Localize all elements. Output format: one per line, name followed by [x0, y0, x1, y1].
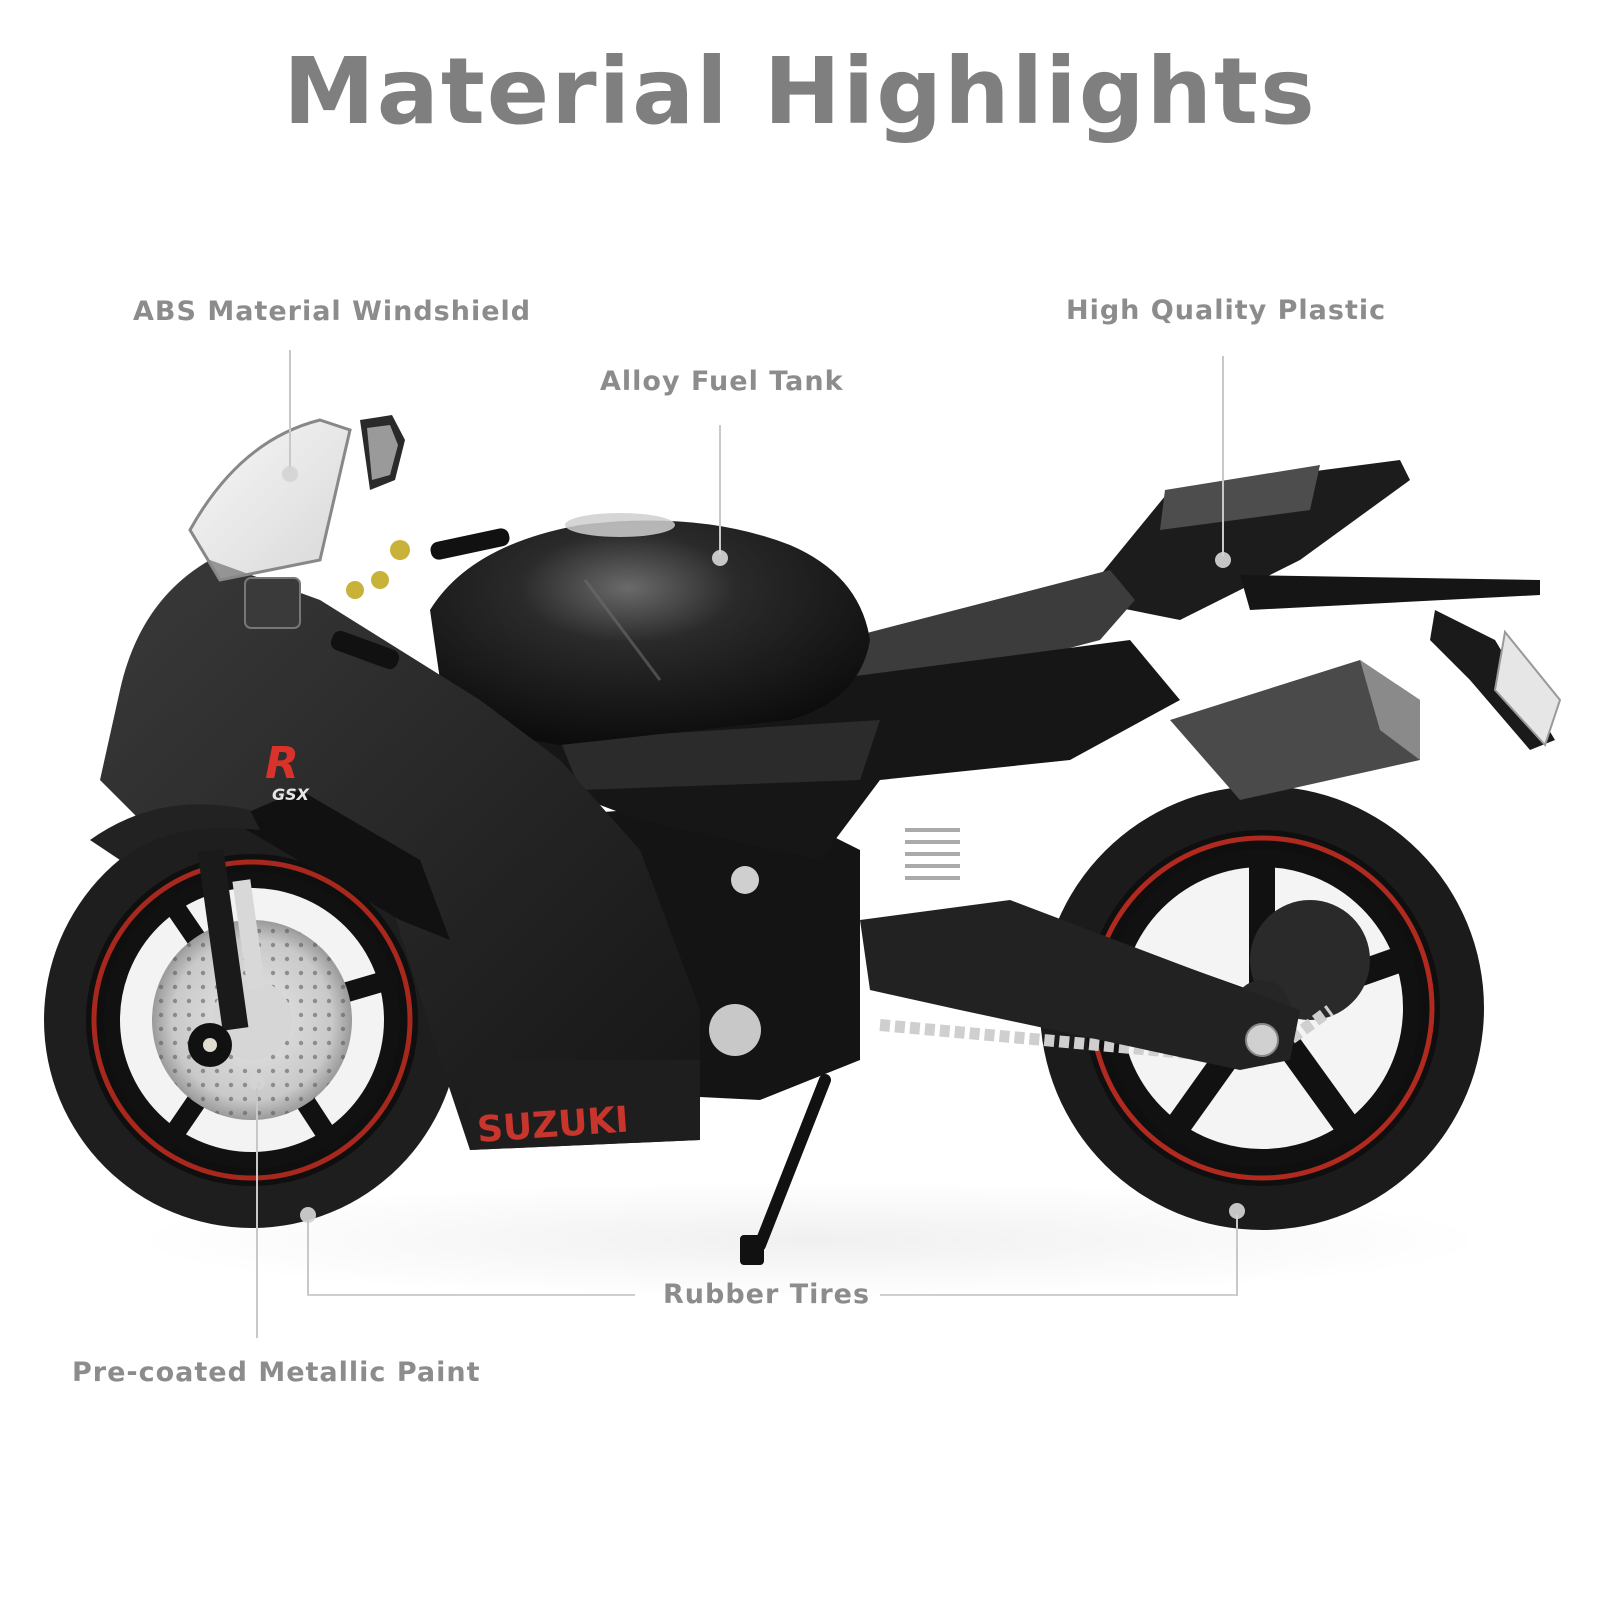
callout-marker-tire-front — [300, 1207, 316, 1223]
svg-text:GSX: GSX — [272, 785, 310, 804]
leader-line-plastic — [1222, 356, 1224, 556]
callout-label-tires: Rubber Tires — [663, 1279, 871, 1310]
leader-line-paint — [256, 1088, 258, 1338]
callout-marker-windshield — [282, 466, 298, 482]
leader-line-windshield — [289, 350, 291, 472]
callout-marker-plastic — [1215, 552, 1231, 568]
svg-text:R: R — [265, 738, 299, 789]
page-title: Material Highlights — [283, 38, 1317, 145]
callout-marker-fuel-tank — [712, 550, 728, 566]
callout-marker-paint — [249, 1074, 265, 1090]
callout-label-windshield: ABS Material Windshield — [133, 296, 532, 327]
callout-marker-tire-rear — [1229, 1203, 1245, 1219]
callout-label-paint: Pre-coated Metallic Paint — [72, 1357, 481, 1388]
leader-line-fuel-tank — [719, 425, 721, 555]
leader-line-tire-front — [307, 1220, 309, 1296]
leader-line-tires-left — [307, 1294, 635, 1296]
leader-line-tires-right — [880, 1294, 1238, 1296]
callout-label-fuel-tank: Alloy Fuel Tank — [600, 366, 844, 397]
callout-label-plastic: High Quality Plastic — [1066, 295, 1387, 326]
front-wheel — [44, 812, 460, 1228]
leader-line-tire-rear — [1236, 1215, 1238, 1296]
